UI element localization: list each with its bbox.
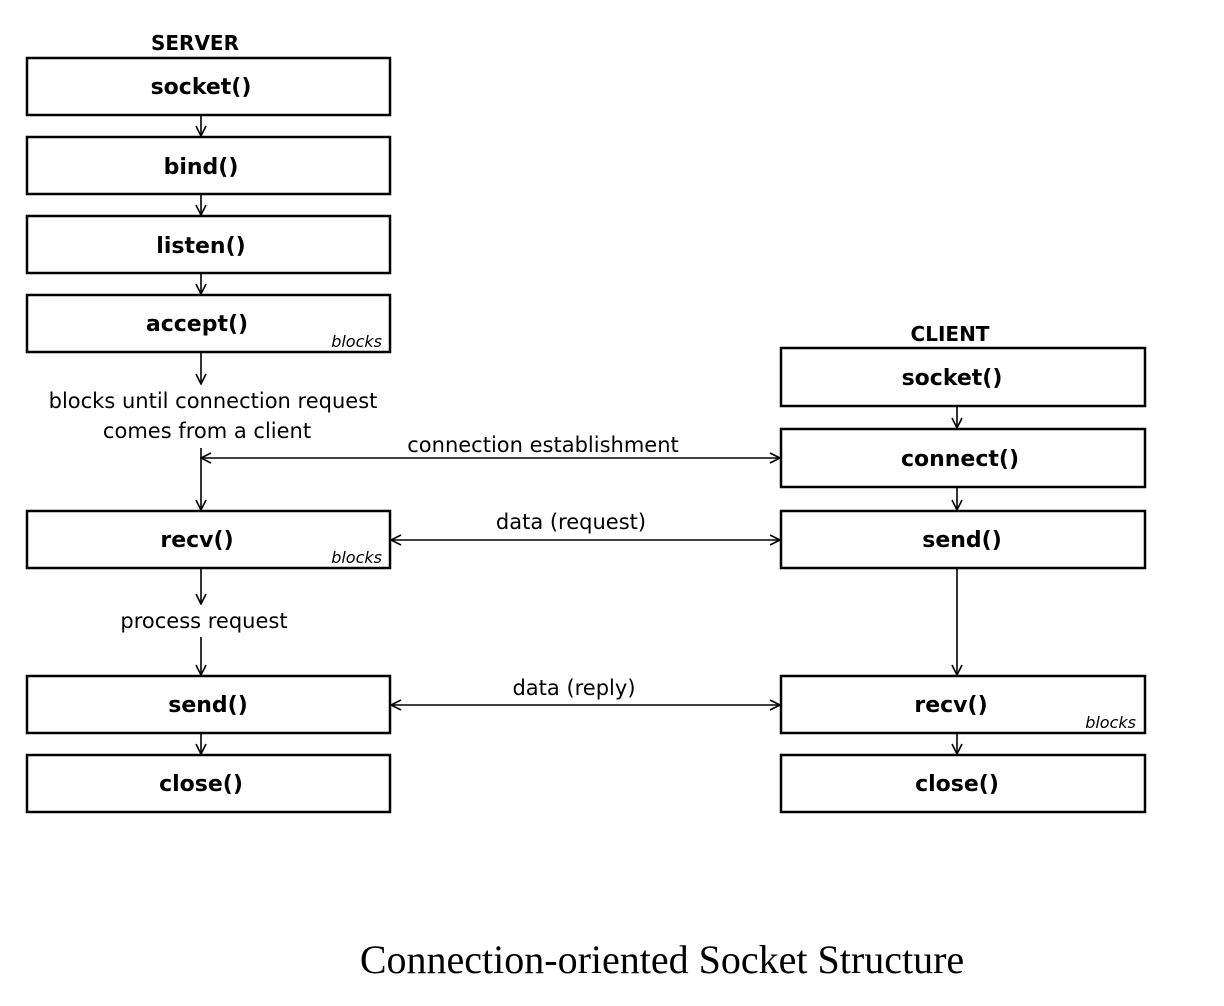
- server-step-send-label: send(): [168, 693, 248, 718]
- client-recv-blocks-note: blocks: [1085, 713, 1136, 732]
- reply-data-label: data (reply): [512, 676, 635, 700]
- server-step-socket-label: socket(): [151, 75, 252, 100]
- client-step-send: send(): [779, 509, 1147, 570]
- client-step-connect-label: connect(): [901, 447, 1019, 472]
- server-step-accept: accept() blocks: [25, 293, 392, 354]
- server-accept-blocks-note: blocks: [331, 332, 382, 351]
- client-step-recv-label: recv(): [914, 693, 987, 718]
- server-step-bind-label: bind(): [164, 155, 239, 180]
- client-step-connect: connect(): [779, 427, 1147, 489]
- server-process-label: process request: [120, 609, 287, 633]
- server-step-send: send(): [25, 674, 392, 735]
- request-data-label: data (request): [496, 510, 646, 534]
- server-step-recv-label: recv(): [160, 528, 233, 553]
- server-step-accept-label: accept(): [146, 312, 248, 337]
- server-step-bind: bind(): [25, 135, 392, 196]
- client-heading: CLIENT: [911, 322, 990, 346]
- figure-caption: Connection-oriented Socket Structure: [359, 937, 965, 982]
- server-step-close: close(): [25, 753, 392, 814]
- server-step-socket: socket(): [25, 56, 392, 117]
- connection-establishment-label: connection establishment: [407, 433, 679, 457]
- server-wait-label-line1: blocks until connection request: [49, 389, 378, 413]
- server-step-listen-label: listen(): [156, 234, 245, 259]
- client-step-close-label: close(): [915, 772, 999, 797]
- server-heading: SERVER: [151, 31, 239, 55]
- socket-flow-diagram: SERVER socket() bind() listen() accept()…: [25, 31, 1147, 814]
- client-step-recv: recv() blocks: [779, 674, 1147, 735]
- server-recv-blocks-note: blocks: [331, 548, 382, 567]
- client-step-socket-label: socket(): [902, 366, 1003, 391]
- client-step-close: close(): [779, 753, 1147, 814]
- server-step-recv: recv() blocks: [25, 509, 392, 570]
- client-step-send-label: send(): [922, 528, 1002, 553]
- server-step-listen: listen(): [25, 214, 392, 275]
- server-wait-label-line2: comes from a client: [103, 419, 311, 443]
- server-step-close-label: close(): [159, 772, 243, 797]
- client-step-socket: socket(): [779, 346, 1147, 408]
